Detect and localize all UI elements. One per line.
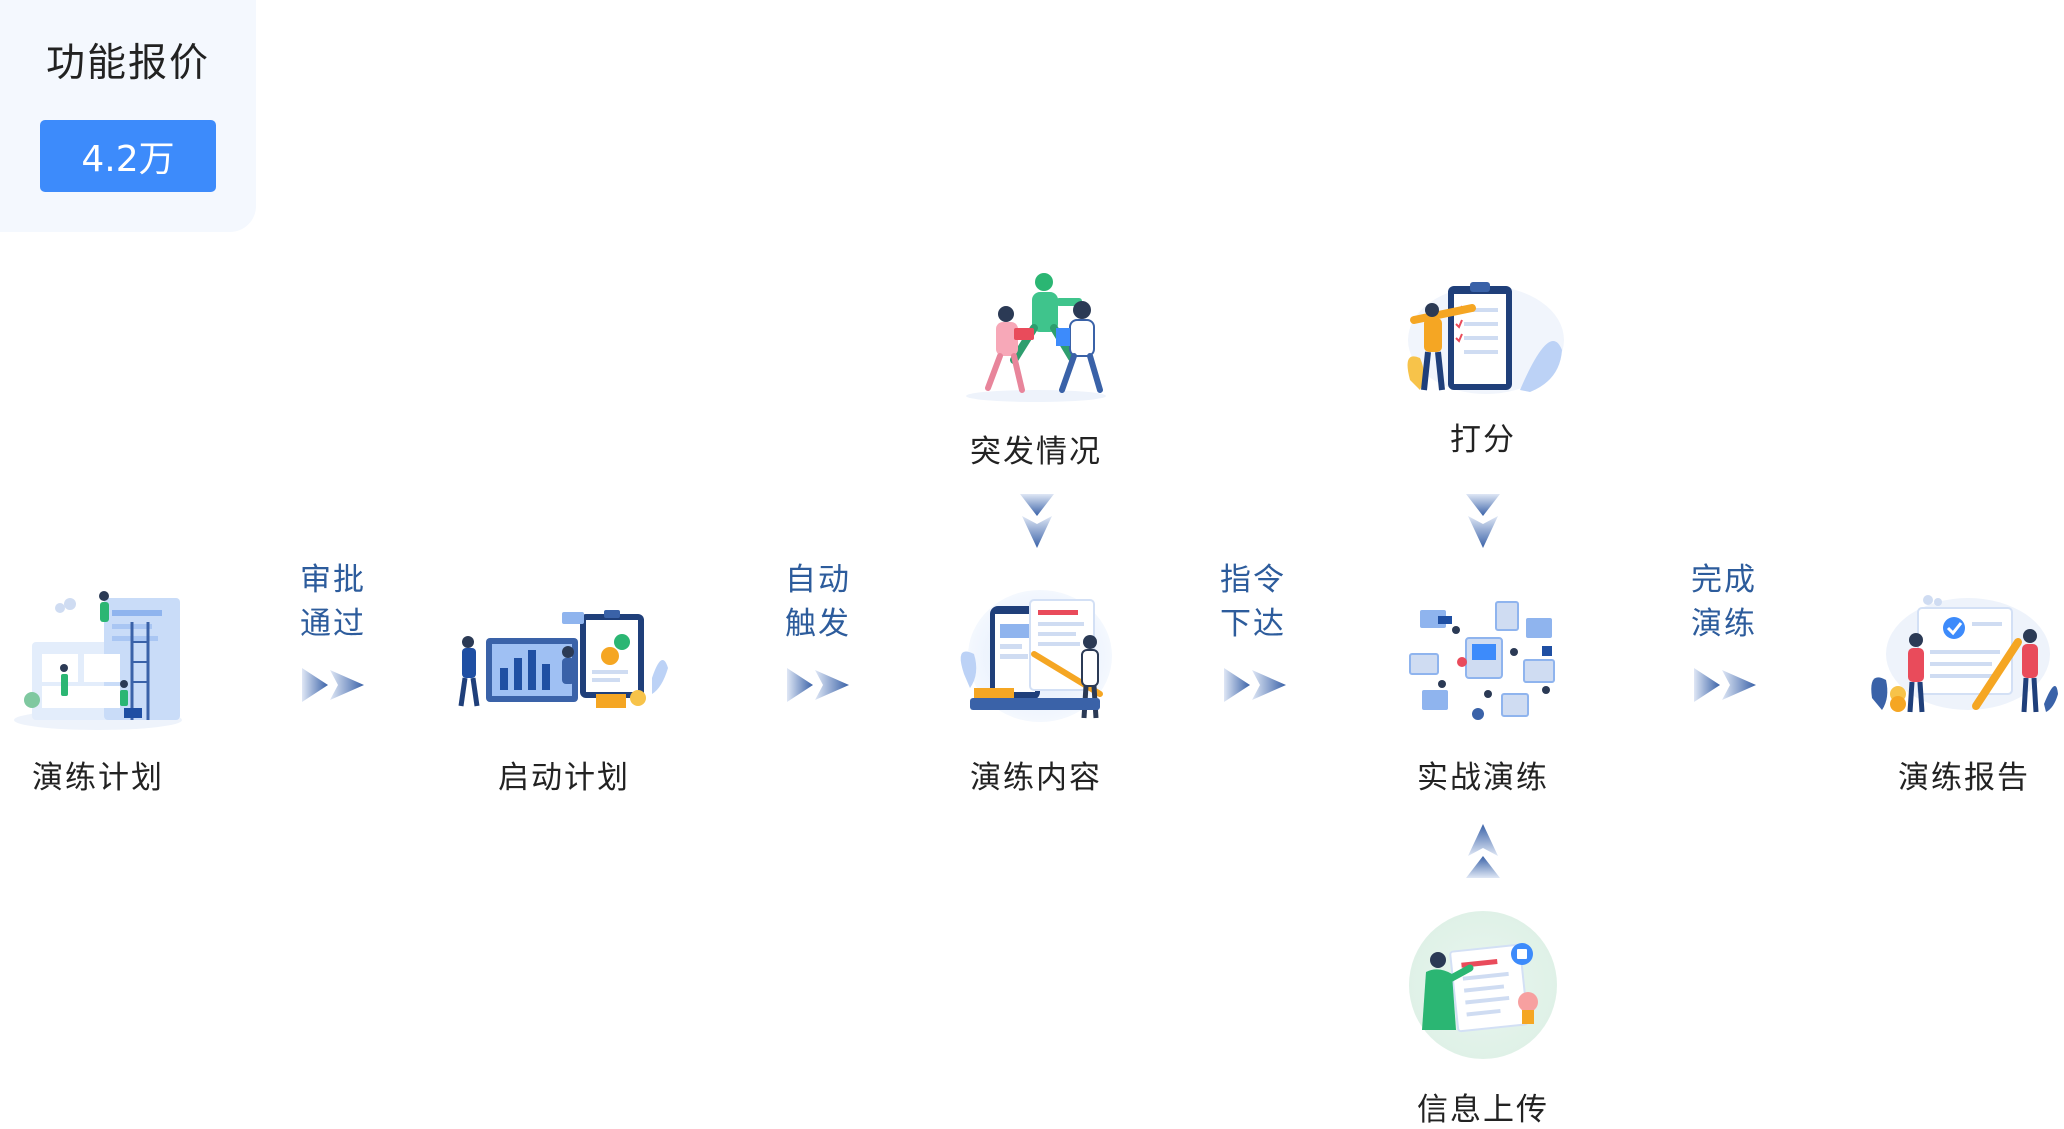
edge-label-command-line2: 下达	[1220, 606, 1286, 642]
node-label-plan: 演练计划	[32, 760, 164, 796]
node-label-emergency: 突发情况	[970, 434, 1102, 470]
content-illustration-icon	[960, 590, 1112, 722]
price-card: 功能报价 4.2万	[0, 0, 256, 232]
report-illustration-icon	[1871, 595, 2058, 713]
edge-label-approve: 审批 通过	[283, 558, 383, 646]
edge-label-complete: 完成 演练	[1674, 558, 1774, 646]
edge-label-auto-line1: 自动	[785, 562, 851, 598]
arrow-up-icon	[1466, 824, 1500, 878]
edge-label-complete-line2: 演练	[1691, 606, 1757, 642]
arrow-right-icon	[302, 668, 364, 702]
edge-label-approve-line2: 通过	[300, 606, 366, 642]
start-illustration-icon	[458, 610, 668, 708]
node-label-combat: 实战演练	[1417, 760, 1549, 796]
node-label-score: 打分	[1450, 422, 1516, 458]
edge-label-command: 指令 下达	[1203, 558, 1303, 646]
arrow-down-icon	[1466, 494, 1500, 548]
edge-label-auto-line2: 触发	[785, 606, 851, 642]
edge-label-complete-line1: 完成	[1691, 562, 1757, 598]
edge-label-command-line1: 指令	[1220, 562, 1286, 598]
node-label-start: 启动计划	[498, 760, 630, 796]
edge-label-auto: 自动 触发	[768, 558, 868, 646]
plan-illustration-icon	[14, 591, 182, 730]
arrow-down-icon	[1020, 494, 1054, 548]
node-label-content: 演练内容	[970, 760, 1102, 796]
combat-illustration-icon	[1409, 601, 1555, 720]
upload-illustration-icon	[1409, 911, 1557, 1059]
node-label-upload: 信息上传	[1417, 1092, 1549, 1128]
arrow-right-icon	[1224, 668, 1286, 702]
price-button[interactable]: 4.2万	[40, 120, 216, 192]
score-illustration-icon	[1407, 282, 1564, 394]
arrow-right-icon	[787, 668, 849, 702]
price-title: 功能报价	[45, 41, 210, 86]
node-label-report: 演练报告	[1898, 760, 2030, 796]
emergency-illustration-icon	[966, 273, 1106, 402]
arrow-right-icon	[1694, 668, 1756, 702]
edge-label-approve-line1: 审批	[300, 562, 366, 598]
